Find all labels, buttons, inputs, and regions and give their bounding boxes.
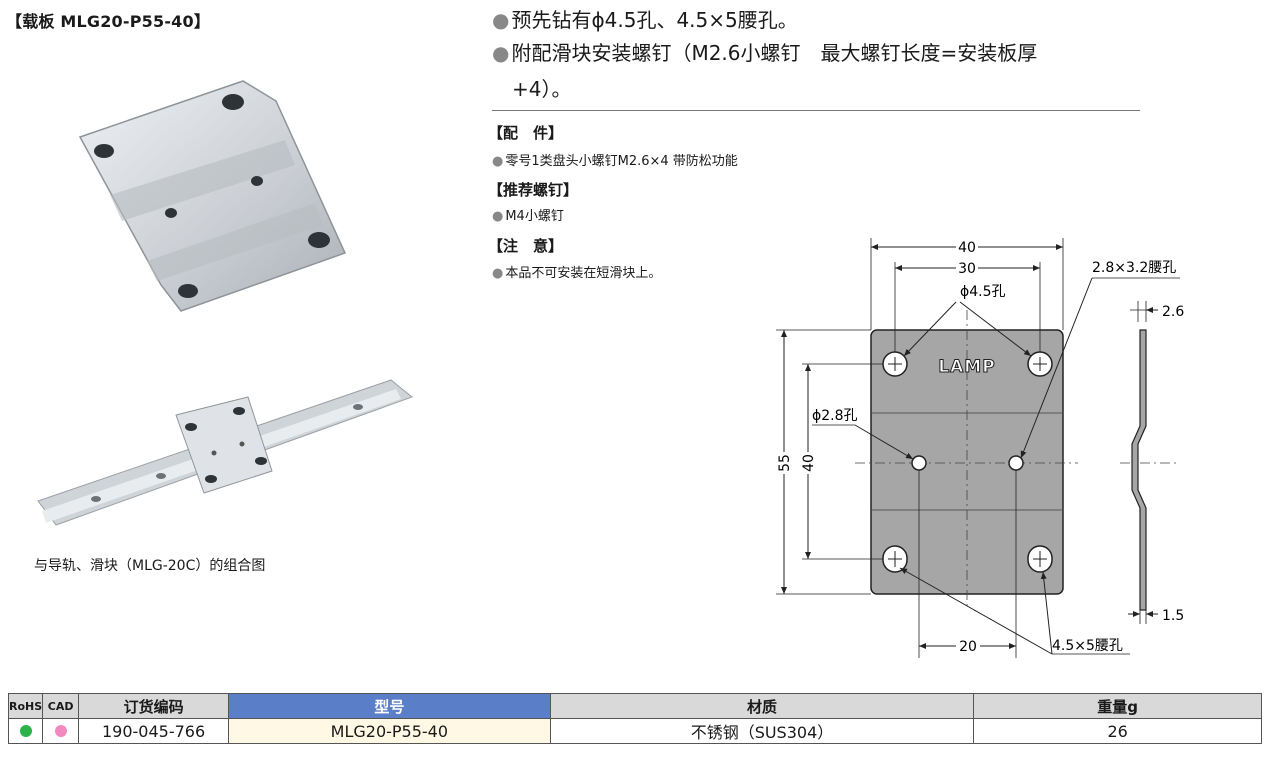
accessories-text-value: 零号1类盘头小螺钉M2.6×4 带防松功能 [505, 154, 738, 169]
hole-center-left [911, 455, 927, 471]
logo-text: LAMP [938, 357, 995, 377]
dim-2-6: 2.6 [1162, 304, 1184, 320]
bullet-icon: ● [492, 266, 504, 281]
hole-top-right [1027, 351, 1053, 377]
material-cell: 不锈钢（SUS304） [549, 718, 975, 744]
caution-text: ●本品不可安装在短滑块上。 [492, 262, 661, 281]
table-row: 190-045-766 MLG20-P55-40 不锈钢（SUS304） 26 [7, 718, 1262, 744]
rohs-indicator-icon [19, 724, 32, 737]
rohs-cell [7, 718, 44, 744]
bullet-icon: ● [492, 8, 510, 32]
slot-label-top: 2.8×3.2腰孔 [1092, 260, 1176, 276]
dim-40-side: 40 [801, 454, 817, 472]
model-cell: MLG20-P55-40 [228, 718, 551, 744]
recommended-screw-value: M4小螺钉 [505, 209, 564, 224]
recommended-screw-heading: 【推荐螺钉】 [488, 181, 579, 199]
page-title: 【载板 MLG20-P55-40】 [6, 12, 211, 31]
col-model: 型号 [228, 693, 551, 719]
col-cad: CAD [42, 693, 80, 719]
caution-heading: 【注 意】 [488, 237, 564, 255]
plate-side-view [1131, 329, 1147, 611]
recommended-screw-text: ●M4小螺钉 [492, 205, 564, 224]
feature-1-text: 预先钻有ϕ4.5孔、4.5×5腰孔。 [511, 8, 798, 32]
col-order-code: 订货编码 [78, 693, 229, 719]
accessories-text: ●零号1类盘头小螺钉M2.6×4 带防松功能 [492, 150, 738, 169]
bullet-icon: ● [492, 154, 504, 169]
slot-bottom-left [882, 545, 908, 573]
slot-label-bottom: 4.5×5腰孔 [1052, 638, 1123, 654]
feature-1: ●预先钻有ϕ4.5孔、4.5×5腰孔。 [492, 5, 798, 35]
order-code-cell: 190-045-766 [78, 718, 229, 744]
dim-1-5: 1.5 [1162, 608, 1184, 624]
feature-2: ●附配滑块安装螺钉（M2.6小螺钉 最大螺钉长度=安装板厚 [492, 38, 1037, 68]
hole-label-45: ϕ4.5孔 [960, 284, 1006, 300]
cad-cell[interactable] [42, 718, 80, 744]
caution-text-value: 本品不可安装在短滑块上。 [505, 266, 662, 281]
plate-photo [78, 80, 347, 312]
hole-top-left [882, 351, 908, 377]
technical-drawing: LAMP 40 30 ϕ4.5孔 2.8×3.2腰孔 ϕ2.8孔 55 40 2… [774, 238, 1184, 658]
col-material: 材质 [549, 693, 975, 719]
dim-40-top: 40 [958, 240, 976, 256]
cad-indicator-icon[interactable] [54, 724, 67, 737]
slot-bottom-right [1027, 545, 1053, 573]
divider [492, 110, 1140, 111]
assembly-caption: 与导轨、滑块（MLG-20C）的组合图 [34, 558, 266, 574]
bullet-icon: ● [492, 209, 504, 224]
bullet-icon: ● [492, 41, 510, 65]
col-rohs: RoHS [7, 693, 44, 719]
hole-center-right [1008, 455, 1024, 471]
feature-2-text: 附配滑块安装螺钉（M2.6小螺钉 最大螺钉长度=安装板厚 [511, 41, 1038, 65]
accessories-heading: 【配 件】 [488, 124, 564, 142]
dim-20: 20 [959, 639, 977, 655]
hole-label-28: ϕ2.8孔 [812, 408, 858, 424]
weight-cell: 26 [973, 718, 1262, 744]
assembly-photo [37, 379, 414, 526]
dim-30: 30 [958, 261, 976, 277]
spec-table: RoHS CAD 订货编码 型号 材质 重量g 190-045-766 MLG2… [7, 693, 1262, 744]
dim-55: 55 [777, 454, 793, 472]
feature-2-cont: +4）。 [512, 77, 572, 101]
col-weight: 重量g [973, 693, 1262, 719]
